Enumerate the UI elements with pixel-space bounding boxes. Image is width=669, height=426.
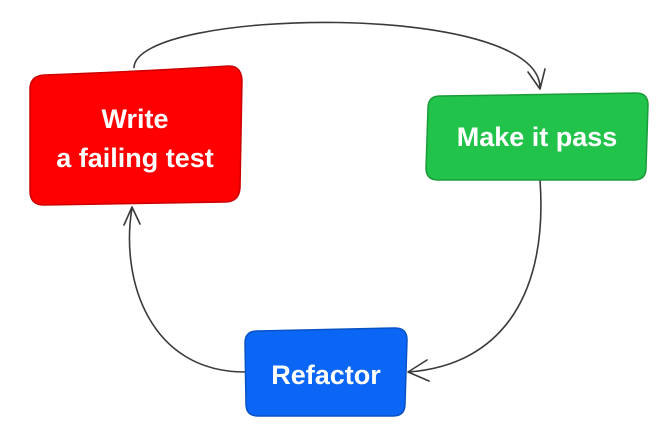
write-failing-test-label-line2: a failing test — [56, 143, 214, 173]
arrow-refactor-to-write — [128, 207, 246, 373]
arrow-write-to-pass-head — [527, 68, 546, 90]
refactor-box — [244, 327, 408, 417]
arrow-pass-to-refactor — [407, 179, 542, 373]
write-failing-test-label-line1: Write — [101, 104, 168, 134]
write-failing-test-box — [29, 65, 243, 206]
write-failing-test-node: Write a failing test — [29, 65, 243, 206]
make-it-pass-label: Make it pass — [457, 122, 618, 152]
arrow-refactor-to-write-head — [123, 206, 141, 226]
make-it-pass-box — [425, 92, 649, 181]
arrow-write-to-pass — [133, 21, 541, 89]
make-it-pass-node: Make it pass — [425, 92, 649, 181]
refactor-node: Refactor — [244, 327, 408, 417]
refactor-label: Refactor — [271, 360, 381, 390]
arrow-pass-to-refactor-head — [407, 359, 430, 382]
